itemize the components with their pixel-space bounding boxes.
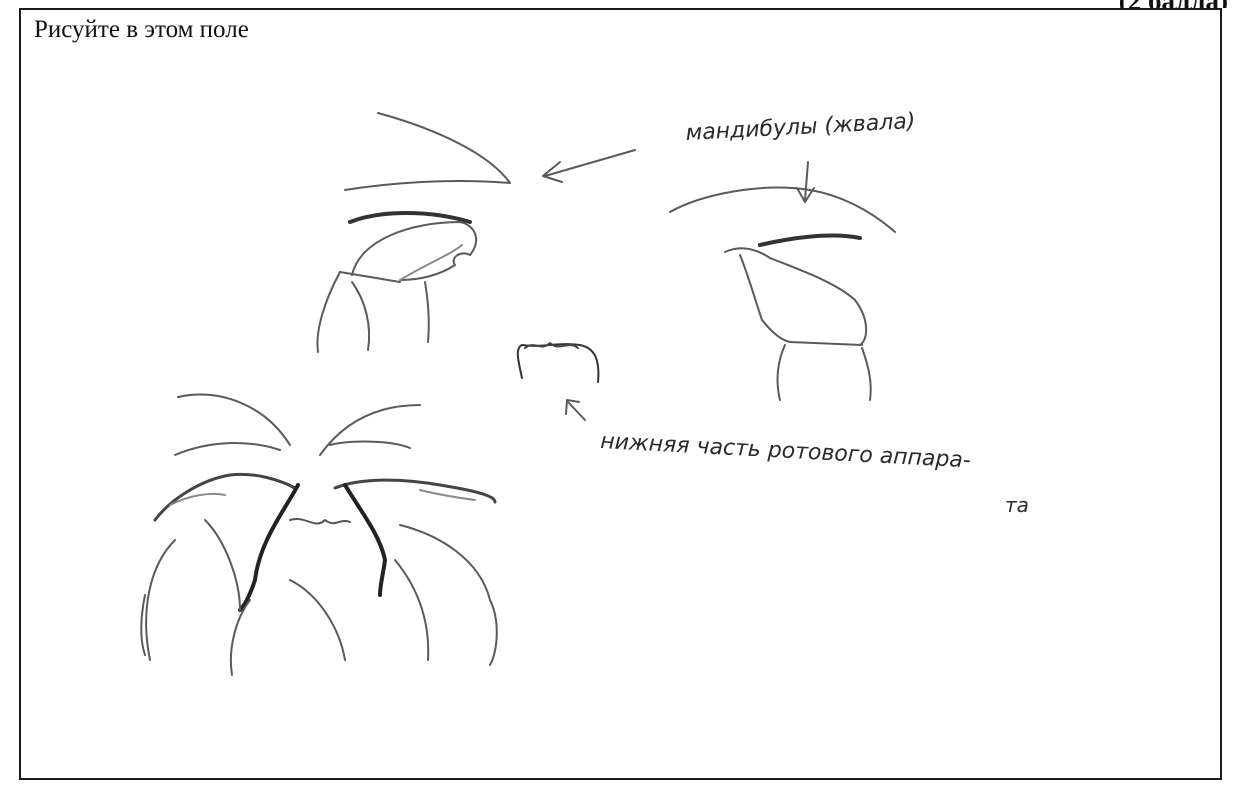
bottom-mandible-right (320, 405, 420, 455)
bottom-mandible-right-2 (330, 442, 410, 448)
upper-left-base (317, 272, 340, 352)
bottom-lobe-6 (395, 560, 428, 660)
upper-right-base-r (862, 348, 871, 400)
arrow-to-upper-right (805, 162, 808, 200)
upper-left-mandible-arc (345, 113, 510, 190)
bottom-segment-left (155, 474, 295, 520)
bottom-lobe-4 (290, 580, 345, 660)
bottom-lobe-7 (141, 595, 145, 655)
upper-left-base-3 (425, 282, 429, 342)
upper-left-segment (350, 213, 470, 222)
bottom-mandible-left (178, 395, 290, 445)
bottom-mandible-left-2 (175, 443, 280, 455)
bottom-lobe-2 (205, 520, 240, 610)
upper-left-base-2 (352, 282, 369, 350)
upper-right-segment (760, 236, 860, 245)
upper-right-stalk (740, 255, 790, 342)
upper-left-base-4 (340, 272, 400, 282)
upper-left-claw-inner (400, 245, 462, 280)
lower-jaw-piece (518, 344, 599, 382)
bottom-center-teeth (290, 519, 350, 524)
upper-right-claw (725, 248, 866, 345)
bottom-center-dark-left (240, 485, 298, 610)
upper-right-joint (790, 342, 862, 345)
annotation-lower-part-line1: нижняя часть ротового аппара- (600, 429, 972, 473)
annotation-lower-part-line2: та (1005, 493, 1029, 517)
bottom-lobe-1 (146, 540, 175, 660)
bottom-lobe-5 (400, 525, 497, 665)
annotation-mandibles: мандибулы (жвала) (685, 109, 916, 146)
upper-right-mandible-arc (670, 188, 895, 232)
bottom-center-dark-right (345, 485, 385, 595)
upper-right-base-l (778, 345, 785, 400)
arrow-to-lower-jaw (568, 402, 585, 420)
